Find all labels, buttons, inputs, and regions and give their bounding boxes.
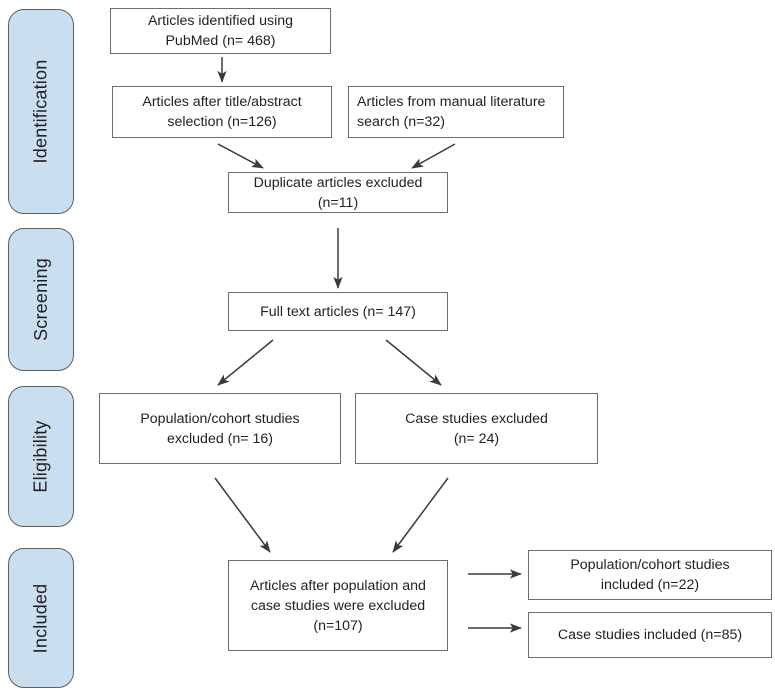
arrow-fulltext-to-popexcluded — [217, 339, 274, 386]
stage-label-included: Included — [30, 583, 51, 653]
process-node-after-exclusions: Articles after population and case studi… — [228, 560, 448, 651]
arrow-fulltext-to-caseexcluded — [385, 339, 442, 386]
process-node-after-title-abstract: Articles after title/abstract selection … — [112, 86, 332, 138]
process-node-case-studies-excluded: Case studies excluded (n= 24) — [355, 393, 598, 464]
arrow-caseexcluded-to-afterexcl — [392, 477, 449, 553]
stage-pill-identification: Identification — [8, 9, 74, 214]
process-node-label-case-studies-excluded: Case studies excluded (n= 24) — [405, 410, 548, 447]
process-node-manual-literature-search: Articles from manual literature search (… — [348, 86, 564, 138]
process-node-duplicates-excluded: Duplicate articles excluded (n=11) — [228, 172, 448, 213]
process-node-label-case-studies-included: Case studies included (n=85) — [557, 627, 743, 643]
process-node-population-cohort-excluded: Population/cohort studies excluded (n= 1… — [99, 393, 341, 464]
process-node-identified-pubmed: Articles identified using PubMed (n= 468… — [110, 8, 331, 54]
stage-pill-screening: Screening — [8, 228, 74, 371]
connector-group — [214, 57, 522, 633]
process-node-population-cohort-included: Population/cohort studies included (n=22… — [528, 550, 772, 600]
stage-label-eligibility: Eligibility — [30, 420, 51, 493]
process-node-full-text-articles: Full text articles (n= 147) — [228, 292, 448, 331]
process-node-label-population-cohort-included: Population/cohort studies included (n=22… — [570, 557, 730, 593]
stage-label-screening: Screening — [30, 258, 51, 341]
process-node-label-after-exclusions: Articles after population and case studi… — [250, 577, 426, 634]
stage-pill-included: Included — [8, 548, 74, 688]
process-node-label-after-title-abstract: Articles after title/abstract selection … — [142, 94, 302, 130]
process-node-label-identified-pubmed: Articles identified using PubMed (n= 468… — [147, 13, 294, 49]
process-node-label-duplicates-excluded: Duplicate articles excluded (n=11) — [253, 174, 423, 211]
process-node-case-studies-included: Case studies included (n=85) — [528, 612, 772, 658]
process-node-label-full-text-articles: Full text articles (n= 147) — [260, 303, 416, 320]
process-node-label-manual-literature-search: Articles from manual literature search (… — [357, 94, 546, 130]
stage-label-identification: Identification — [30, 59, 51, 164]
arrow-titleabstract-to-duplicates — [217, 143, 264, 169]
arrow-manual-to-duplicates — [411, 143, 456, 169]
stage-pill-eligibility: Eligibility — [8, 386, 74, 527]
arrow-popexcluded-to-afterexcl — [214, 477, 271, 553]
process-node-label-population-cohort-excluded: Population/cohort studies excluded (n= 1… — [140, 410, 300, 447]
